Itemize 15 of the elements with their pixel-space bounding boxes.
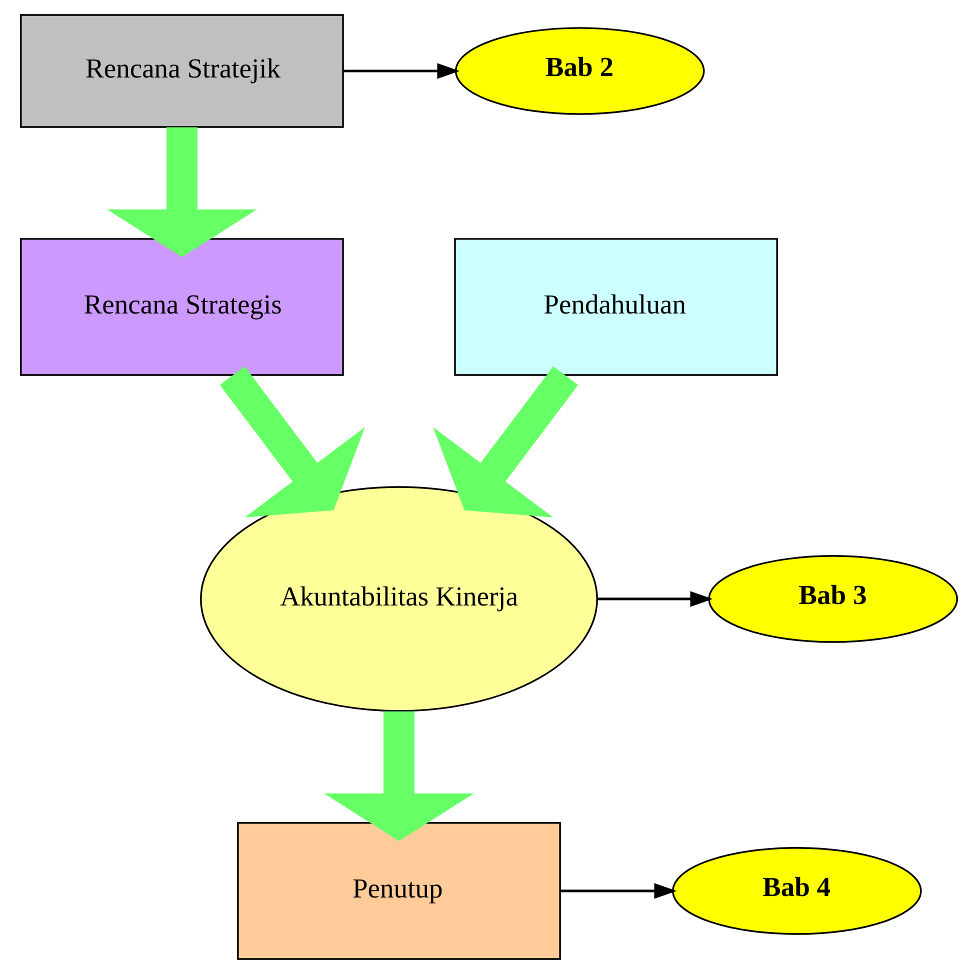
node-box: Penutup bbox=[237, 822, 561, 960]
node-box: Pendahuluan bbox=[454, 238, 778, 376]
node-ellipse: Akuntabilitas Kinerja bbox=[200, 486, 598, 712]
node-box: Rencana Stratejik bbox=[20, 14, 344, 128]
arrow bbox=[433, 366, 578, 518]
arrow bbox=[220, 366, 365, 518]
node-ellipse: Bab 4 bbox=[672, 847, 922, 935]
arrow bbox=[560, 883, 677, 899]
arrow bbox=[597, 591, 713, 607]
node-box: Rencana Strategis bbox=[20, 238, 344, 376]
node-ellipse: Bab 3 bbox=[708, 555, 958, 643]
node-ellipse: Bab 2 bbox=[454, 27, 705, 115]
arrow bbox=[344, 63, 460, 79]
arrow bbox=[324, 711, 474, 841]
arrow bbox=[106, 127, 257, 257]
